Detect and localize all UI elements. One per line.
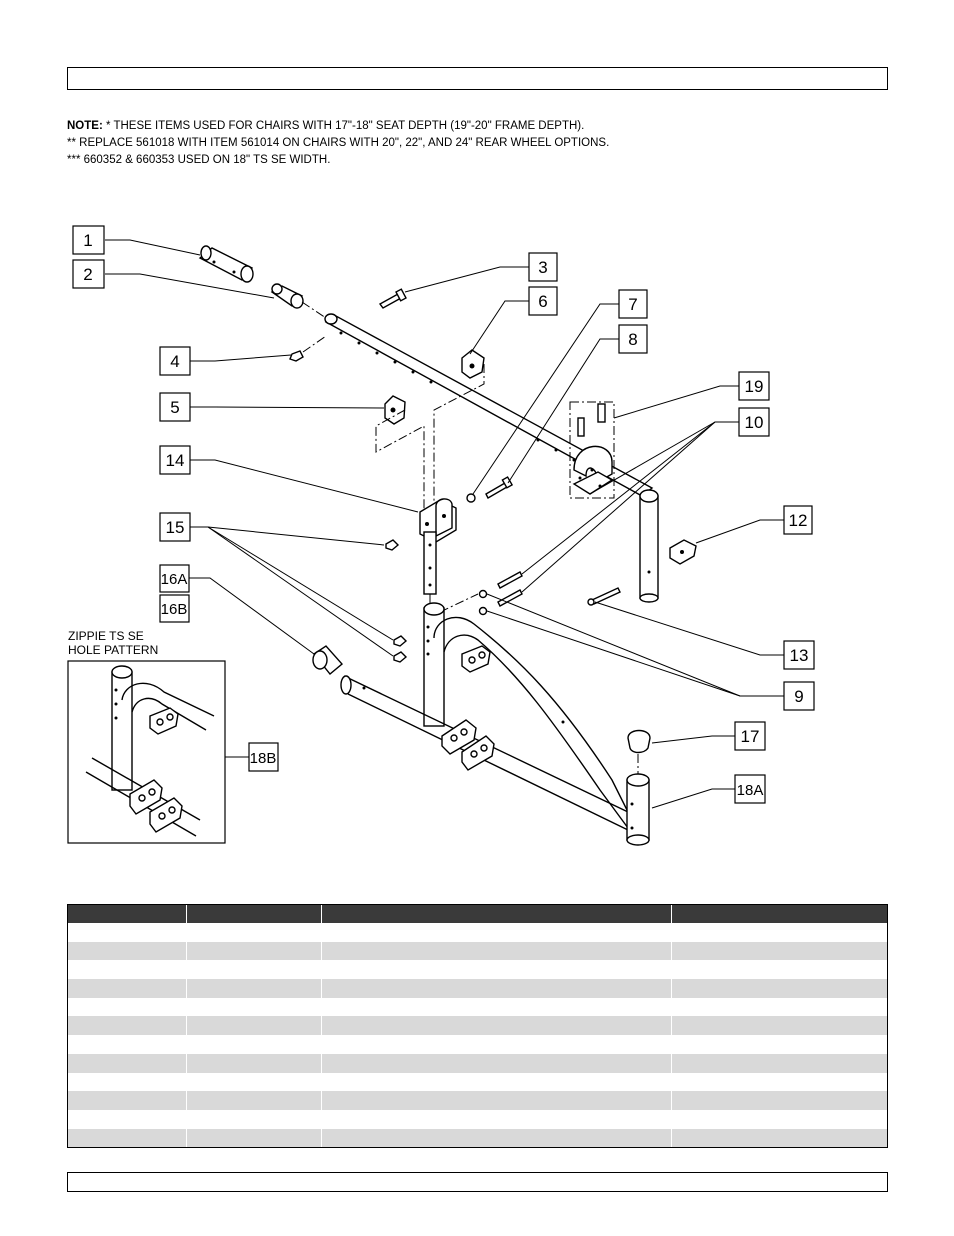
callout-5: 5 (159, 392, 191, 422)
parts-table (67, 904, 888, 1148)
note-line-1: NOTE: * THESE ITEMS USED FOR CHAIRS WITH… (67, 120, 585, 132)
svg-text:10: 10 (745, 413, 764, 432)
leader-lines (105, 239, 784, 809)
callout-9: 9 (783, 681, 815, 711)
svg-text:16A: 16A (161, 571, 188, 588)
clamp-assembly-19 (569, 401, 615, 499)
footer-box (67, 1172, 888, 1192)
svg-text:8: 8 (628, 330, 637, 349)
nut-15c (393, 651, 408, 663)
callout-1: 1 (72, 225, 105, 255)
svg-text:14: 14 (166, 451, 185, 470)
table-row (68, 1072, 887, 1092)
table-row (68, 941, 887, 961)
table-row (68, 979, 887, 998)
bolt-8 (485, 476, 514, 499)
table-header-row (68, 905, 887, 923)
inset-label: ZIPPIE TS SE HOLE PATTERN (68, 629, 159, 657)
callout-19: 19 (738, 371, 770, 401)
table-row (68, 960, 887, 980)
callout-18b: 18B (248, 742, 279, 772)
callout-17: 17 (734, 721, 766, 751)
nut-15b (393, 635, 408, 647)
nut-15a (385, 539, 400, 551)
screws-10 (497, 571, 523, 607)
callout-13: 13 (783, 640, 815, 670)
table-row (68, 1128, 887, 1148)
callout-18a: 18A (734, 774, 766, 804)
clip-12 (669, 539, 697, 565)
table-row (68, 923, 887, 942)
svg-text:5: 5 (170, 398, 179, 417)
callout-14: 14 (159, 445, 191, 475)
callout-3: 3 (528, 252, 558, 282)
table-row (68, 997, 887, 1017)
table-row (68, 1053, 887, 1073)
vertical-tube (639, 489, 659, 603)
spacer-block-6 (461, 349, 485, 379)
svg-text:1: 1 (83, 231, 92, 250)
callout-8: 8 (618, 324, 648, 354)
notes-block: NOTE: * THESE ITEMS USED FOR CHAIRS WITH… (67, 118, 609, 169)
exploded-parts-diagram: 1 2 3 6 4 5 7 8 19 10 14 15 12 16A 16B 1… (67, 225, 815, 846)
washer-7 (466, 493, 476, 503)
callout-16b: 16B (159, 594, 190, 623)
table-row (68, 1016, 887, 1036)
end-plug (198, 245, 254, 283)
note-line-2: ** REPLACE 561018 WITH ITEM 561014 ON CH… (67, 137, 610, 149)
callout-12: 12 (783, 505, 813, 535)
callout-4: 4 (159, 346, 191, 376)
svg-text:9: 9 (794, 687, 803, 706)
svg-text:18B: 18B (250, 750, 277, 767)
svg-text:4: 4 (170, 352, 179, 371)
callout-7: 7 (618, 289, 648, 319)
svg-text:17: 17 (741, 727, 760, 746)
frame-assembly (340, 602, 629, 831)
svg-text:3: 3 (538, 258, 547, 277)
note-line-3: *** 660352 & 660353 USED ON 18" TS SE WI… (67, 154, 331, 166)
svg-text:12: 12 (789, 511, 808, 530)
bolt-3 (378, 288, 407, 309)
callout-2: 2 (72, 259, 105, 289)
cap-17 (627, 729, 651, 754)
inset-hole-pattern (67, 660, 226, 844)
callout-10: 10 (738, 407, 770, 437)
table-header-cell (68, 905, 186, 923)
svg-text:16B: 16B (161, 601, 188, 618)
table-header-cell (185, 905, 321, 923)
svg-text:13: 13 (790, 646, 809, 665)
svg-text:18A: 18A (737, 782, 764, 799)
bushing (270, 283, 304, 309)
callout-6: 6 (528, 286, 558, 316)
svg-text:2: 2 (83, 265, 92, 284)
svg-text:19: 19 (745, 377, 764, 396)
svg-text:15: 15 (166, 518, 185, 537)
svg-text:6: 6 (538, 292, 547, 311)
header-box (67, 67, 888, 90)
fork-bracket-14 (419, 498, 457, 595)
nut-4 (289, 350, 304, 362)
washer-9b (478, 606, 488, 616)
table-row (68, 1035, 887, 1054)
callout-15: 15 (159, 512, 191, 542)
table-row (68, 1091, 887, 1110)
spacer-block-5 (384, 395, 406, 425)
table-header-cell (320, 905, 671, 923)
washer-9a (478, 589, 488, 599)
table-row (68, 1109, 887, 1129)
bushing-16 (312, 645, 344, 675)
callout-16a: 16A (159, 564, 190, 593)
svg-text:7: 7 (628, 295, 637, 314)
caster-tube-18a (626, 773, 650, 846)
table-header-cell (670, 905, 887, 923)
pin-13 (587, 587, 621, 606)
